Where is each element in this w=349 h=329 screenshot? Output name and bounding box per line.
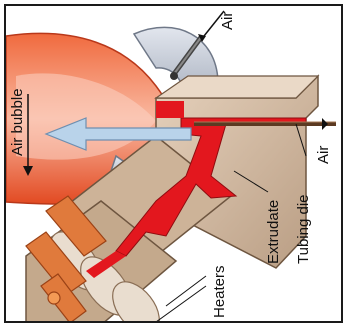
blown-film-extrusion-diagram: Air Air bubble Air Tubing die Extrudate … xyxy=(4,4,343,323)
label-heaters: Heaters xyxy=(211,265,228,318)
label-tubing-die: Tubing die xyxy=(295,195,312,265)
diagram-canvas: Air Air bubble Air Tubing die Extrudate … xyxy=(6,6,343,323)
heaters-leader-2 xyxy=(156,286,206,322)
label-extrudate: Extrudate xyxy=(265,200,282,264)
heaters-leader-1 xyxy=(166,276,206,306)
extrudate-film-exit xyxy=(156,101,184,118)
label-air-top: Air xyxy=(219,12,236,30)
label-air-right: Air xyxy=(315,146,332,164)
label-air-bubble: Air bubble xyxy=(9,88,26,156)
air-right-arrowhead xyxy=(322,118,328,130)
